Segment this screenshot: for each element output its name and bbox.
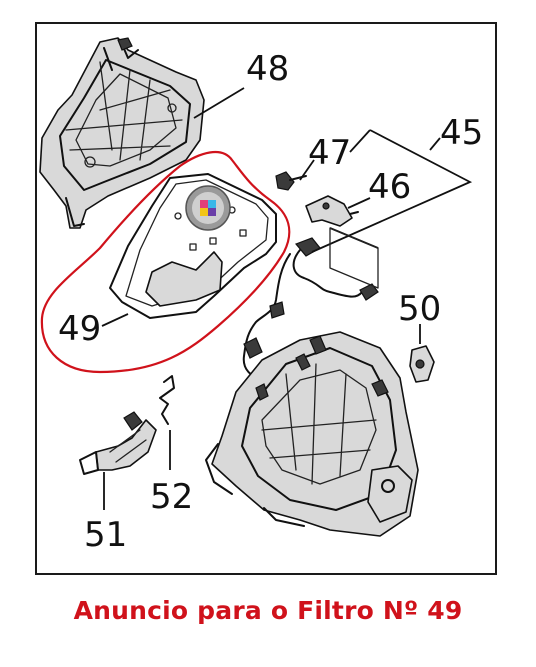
leader-45-bracket: [299, 129, 473, 289]
label-52: 52: [150, 477, 193, 517]
label-48: 48: [246, 49, 289, 89]
ad-caption: Anuncio para o Filtro Nº 49: [73, 596, 463, 625]
part-48-air-filter-cover: [39, 37, 205, 229]
highlight-outline: [40, 151, 291, 374]
part-49-filter-element: [109, 173, 277, 319]
label-45: 45: [440, 113, 483, 153]
label-46: 46: [368, 167, 411, 207]
label-47: 47: [308, 133, 351, 173]
leader-48: [193, 87, 245, 119]
part-52-spring-clip: [159, 375, 175, 470]
label-49: 49: [58, 309, 101, 349]
part-50-fitting: [409, 324, 435, 383]
main-housing: [205, 331, 419, 537]
cube-logo-icon: [185, 185, 231, 231]
leader-49: [101, 313, 129, 327]
label-51: 51: [84, 515, 127, 555]
part-51-clamp: [79, 411, 157, 510]
part-47-bolt: [275, 171, 307, 191]
label-50: 50: [398, 289, 441, 329]
part-46-bracket: [305, 195, 359, 227]
part-45-sensor-wire: [242, 237, 379, 381]
